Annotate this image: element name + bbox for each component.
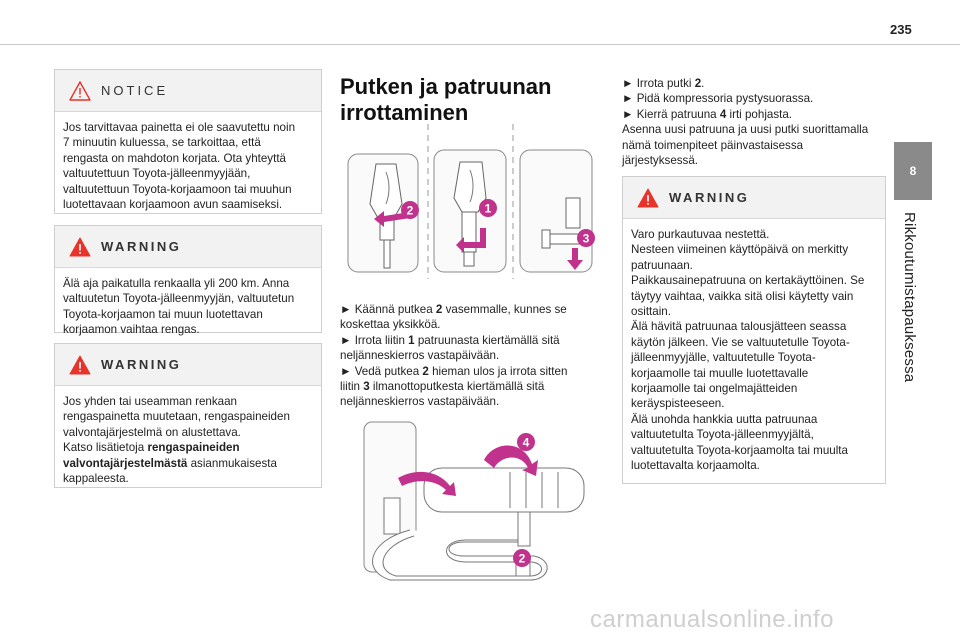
- step-line: ► Kierrä patruuna 4 irti pohjasta.: [622, 107, 793, 121]
- step-line: koskettaa yksikköä.: [340, 318, 441, 332]
- warning-text: Jos yhden tai useamman renkaan rengaspai…: [55, 386, 321, 486]
- chapter-title-text: Rikkoutumistapauksessa: [901, 212, 918, 383]
- warning-line: Älä aja paikatulla renkaalla yli 200 km.…: [63, 277, 290, 290]
- warning-header: WARNING: [55, 344, 321, 386]
- step-line: Asenna uusi patruuna ja uusi putki suori…: [622, 123, 869, 137]
- step-line: ► Pidä kompressoria pystysuorassa.: [622, 92, 814, 106]
- step-line: neljänneskierros vastapäivään.: [340, 395, 500, 409]
- notice-line: luotettavaan korjaamoon avun saamiseksi.: [63, 198, 283, 212]
- bold-term: rengaspaineiden: [147, 441, 240, 455]
- warning-line: täytyy vaihtaa, vaikka sitä olisi käytet…: [631, 289, 854, 303]
- callout-3: 3: [583, 232, 590, 246]
- warning-text: Älä aja paikatulla renkaalla yli 200 km.…: [55, 268, 321, 338]
- notice-header: NOTICE: [55, 70, 321, 112]
- right-steps: ► Irrota putki 2. ► Pidä kompressoria py…: [622, 76, 884, 168]
- callout-1: 1: [485, 202, 492, 216]
- warning-line: korjaamolle tai ongelmajätteiden: [631, 382, 798, 396]
- step-line: ► Irrota liitin 1 patruunasta kiertämäll…: [340, 333, 560, 347]
- warning-line: kappaleesta.: [63, 472, 129, 486]
- notice-line: 7 minuutin kuluessa, se tarkoittaa, että: [63, 136, 261, 150]
- warning-icon: [637, 188, 659, 207]
- middle-steps: ► Käännä putkea 2 vasemmalle, kunnes se …: [340, 302, 602, 410]
- warning-line: valtuutetulta Toyota-jälleenmyyjältä,: [631, 428, 814, 442]
- callout-2: 2: [519, 552, 526, 566]
- warning-line: jälleenmyyjälle, valtuutetulle Toyota-: [631, 351, 816, 365]
- warning-header: WARNING: [55, 226, 321, 268]
- warning-line: Älä unohda hankkia uutta patruunaa: [631, 412, 818, 426]
- warning-label: WARNING: [669, 190, 750, 205]
- figure2-callouts: 4 2: [513, 433, 535, 567]
- warning-text: Varo purkautuvaa nestettä. Nesteen viime…: [623, 219, 885, 474]
- warning-line: valtuutetun Toyota-jälleenmyyjän, valtuu…: [63, 292, 295, 306]
- step-line: järjestyksessä.: [622, 154, 699, 168]
- warning-line: Katso lisätietoja rengaspaineiden: [63, 441, 240, 455]
- warning-icon: [69, 237, 91, 256]
- notice-line: rengasta on mahdoton korjata. Ota yhteyt…: [63, 151, 286, 165]
- warning-line: rengaspainetta muutetaan, rengaspaineide…: [63, 410, 290, 424]
- warning-line: valtuutetulta Toyota-korjaamolta tai muu…: [631, 443, 848, 457]
- step-line: ► Käännä putkea 2 vasemmalle, kunnes se: [340, 303, 567, 316]
- step-line: ► Vedä putkea 2 hieman ulos ja irrota si…: [340, 364, 568, 378]
- warning-line: patruunaan.: [631, 258, 693, 272]
- page-number: 235: [890, 22, 912, 37]
- notice-line: valtuutettuun Toyota-jälleenmyyjään,: [63, 167, 251, 181]
- warning-line: luotettavalta korjaamolta.: [631, 459, 760, 473]
- warning-line: keräyspisteeseen.: [631, 397, 725, 411]
- header-rule: [0, 44, 960, 45]
- warning-line: korjaamon vaihtaa rengas.: [63, 323, 200, 337]
- step-line: liitin 3 ilmanottoputkesta kiertämällä s…: [340, 380, 545, 394]
- warning-line: Varo purkautuvaa nestettä.: [631, 228, 770, 241]
- chapter-tab[interactable]: 8: [894, 142, 932, 200]
- notice-box: NOTICE Jos tarvittavaa painetta ei ole s…: [54, 69, 322, 214]
- watermark: carmanualsonline.info: [590, 606, 834, 633]
- callout-2: 2: [407, 204, 414, 218]
- notice-label: NOTICE: [101, 83, 169, 98]
- warning-header: WARNING: [623, 177, 885, 219]
- warning-line: valvontajärjestelmästä asianmukaisesta: [63, 456, 277, 470]
- warning-box-1: WARNING Älä aja paikatulla renkaalla yli…: [54, 225, 322, 336]
- figure-hose-removal: 2 1 3: [347, 124, 595, 279]
- notice-line: Jos tarvittavaa painetta ei ole saavutet…: [63, 121, 296, 134]
- bold-term: valvontajärjestelmästä: [63, 456, 188, 470]
- warning-label: WARNING: [101, 357, 182, 372]
- warning-line: käytön jälkeen. Vie se valtuutetulle Toy…: [631, 335, 850, 349]
- warning-box-2: WARNING Jos yhden tai useamman renkaan r…: [54, 343, 322, 488]
- warning-line: Toyota-korjaamon tai muun luotettavan: [63, 307, 263, 321]
- notice-text: Jos tarvittavaa painetta ei ole saavutet…: [55, 112, 321, 212]
- step-line: neljänneskierros vastapäivään.: [340, 349, 500, 363]
- warning-line: korjaamolle tai muulle luotettavalle: [631, 366, 809, 380]
- callout-4: 4: [523, 436, 530, 450]
- warning-label: WARNING: [101, 239, 182, 254]
- step-line: ► Irrota putki 2.: [622, 77, 705, 90]
- warning-line: osittain.: [631, 305, 671, 319]
- warning-icon: [69, 355, 91, 374]
- chapter-title: Rikkoutumistapauksessa: [901, 212, 926, 492]
- warning-box-3: WARNING Varo purkautuvaa nestettä. Neste…: [622, 176, 886, 484]
- section-heading: Putken ja patruunan irrottaminen: [340, 74, 552, 125]
- warning-line: Paikkausainepatruuna on kertakäyttöinen.…: [631, 274, 865, 288]
- warning-line: valvontajärjestelmä on alustettava.: [63, 425, 241, 439]
- figure1-callouts: 2 1 3: [401, 199, 595, 247]
- notice-line: valtuutettuun Toyota-korjaamoon tai muuh…: [63, 182, 292, 196]
- notice-icon: [69, 80, 91, 101]
- warning-line: Älä hävitä patruunaa talousjätteen seass…: [631, 320, 847, 334]
- figure-cartridge-removal: 4 2: [363, 421, 585, 581]
- warning-line: Jos yhden tai useamman renkaan: [63, 395, 238, 408]
- warning-line: Nesteen viimeinen käyttöpäivä on merkitt…: [631, 243, 849, 257]
- step-line: nämä toimenpiteet päinvastaisessa: [622, 138, 804, 152]
